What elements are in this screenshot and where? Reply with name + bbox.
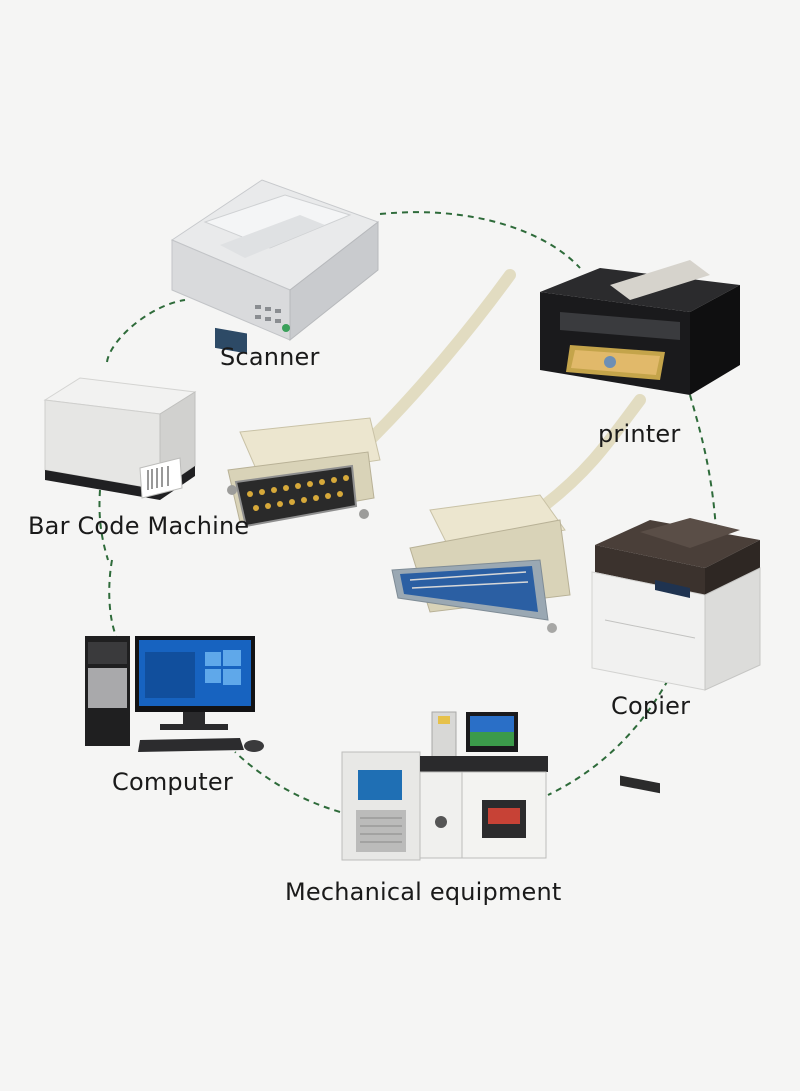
barcode-printer-icon <box>43 377 197 500</box>
db25-male-connector-icon <box>227 417 381 528</box>
scanner-icon <box>170 179 380 354</box>
centronics-36-connector-icon <box>391 494 571 633</box>
mechanical-equipment-label: Mechanical equipment <box>285 878 562 906</box>
computer-label: Computer <box>112 768 233 796</box>
copier-icon <box>591 518 761 794</box>
printer-icon <box>540 260 740 395</box>
scanner-label: Scanner <box>220 343 320 371</box>
printer-label: printer <box>598 420 681 448</box>
connection-ring-left <box>98 489 109 561</box>
bar-code-machine-label: Bar Code Machine <box>28 512 250 540</box>
printer-cable <box>364 269 646 511</box>
connection-ring <box>106 211 717 813</box>
industrial-machine-icon <box>341 711 548 861</box>
desktop-computer-icon <box>85 636 264 752</box>
copier-label: Copier <box>611 692 691 720</box>
